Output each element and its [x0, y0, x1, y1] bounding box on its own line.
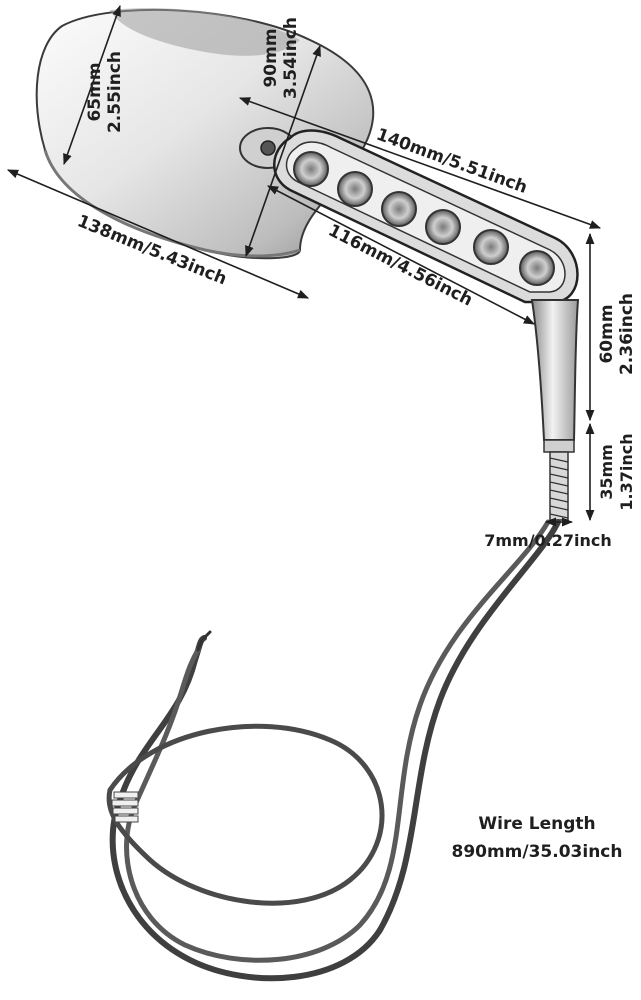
dim-line-light-bar	[267, 185, 535, 325]
label-bolt-inch: 1.37inch	[617, 433, 636, 510]
threaded-bolt	[549, 451, 569, 521]
led	[381, 191, 417, 227]
led	[293, 151, 329, 187]
wire-length-value: 890mm/35.03inch	[451, 842, 622, 862]
label-mirror-height-mm: 65mm	[85, 62, 105, 121]
led	[519, 250, 555, 286]
dim-line-mirror-height	[63, 4, 121, 166]
mounting-stem	[530, 299, 580, 521]
wire-loop	[106, 723, 385, 906]
pivot-bolt	[260, 140, 276, 156]
label-stem-mm: 60mm	[597, 304, 617, 363]
label-mirror-diagonal-mm: 90mm	[261, 28, 281, 87]
wire-harness	[106, 519, 561, 982]
label-stem-inch: 2.36inch	[617, 293, 637, 375]
led	[425, 209, 461, 245]
wire-end	[196, 630, 212, 652]
label-bolt-mm: 35mm	[597, 444, 616, 500]
wire-length-title: Wire Length	[478, 814, 595, 834]
wire-main	[109, 519, 561, 982]
wire-length-label: Wire Length 890mm/35.03inch	[451, 814, 622, 862]
label-bolt-diameter: 7mm/0.27inch	[484, 531, 612, 550]
led	[473, 229, 509, 265]
dim-line-mirror-width	[6, 169, 310, 299]
dimension-lines	[6, 4, 602, 527]
stem-body	[530, 299, 580, 441]
wire-tie	[111, 791, 139, 823]
led	[337, 171, 373, 207]
stem-base	[543, 439, 575, 453]
wire-strand	[124, 519, 551, 963]
dim-line-overall-length	[238, 97, 602, 229]
label-mirror-height-inch: 2.55inch	[105, 51, 125, 133]
label-mirror-diagonal-inch: 3.54inch	[281, 17, 301, 99]
mirror-highlight	[110, 8, 300, 56]
